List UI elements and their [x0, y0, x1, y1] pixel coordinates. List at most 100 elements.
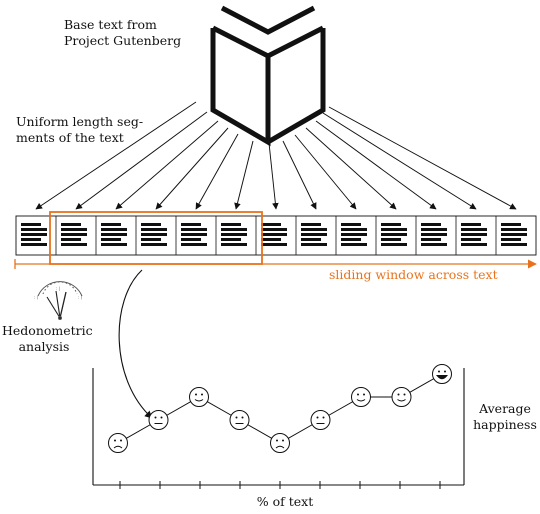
data-point-face	[108, 433, 128, 453]
text-segment	[181, 223, 207, 246]
face-eye	[316, 416, 319, 419]
sliding-window-label: sliding window across text	[329, 267, 498, 282]
segment-arrows	[35, 101, 517, 210]
hedonometric-line-2: analysis	[18, 339, 70, 354]
text-line-bar	[101, 228, 127, 231]
face-mouth	[113, 445, 123, 449]
text-line-bar	[461, 228, 487, 231]
base-text-label: Base text from Project Gutenberg	[64, 17, 181, 49]
text-line-bar	[301, 238, 321, 241]
face-mouth	[397, 399, 406, 402]
sliding-window-track	[14, 259, 537, 269]
segment-arrow	[282, 140, 317, 210]
text-line-bar	[381, 228, 407, 231]
text-line-bar	[21, 223, 41, 226]
text-segment	[141, 223, 167, 246]
text-line-bar	[421, 228, 447, 231]
base-text-line-1: Base text from	[64, 17, 157, 32]
x-axis-ticks	[119, 481, 441, 489]
text-line-bar	[501, 243, 527, 246]
segment-arrow	[322, 112, 477, 210]
text-line-bar	[101, 233, 127, 236]
text-line-bar	[381, 233, 407, 236]
text-line-bar	[381, 238, 401, 241]
face-eye	[438, 370, 440, 373]
text-line-bar	[181, 233, 207, 236]
text-line-bar	[421, 243, 447, 246]
text-line-bar	[381, 223, 401, 226]
segment-arrow	[195, 133, 239, 210]
text-line-bar	[461, 233, 487, 236]
text-line-bar	[421, 233, 447, 236]
text-line-bar	[261, 223, 281, 226]
text-line-bar	[461, 243, 487, 246]
text-line-bar	[21, 238, 41, 241]
data-point-face	[351, 387, 371, 407]
happiness-series-line	[117, 373, 443, 444]
face-eye	[282, 439, 284, 442]
segment-arrow	[315, 120, 437, 210]
face-outline	[391, 387, 412, 407]
face-mouth	[356, 399, 366, 402]
face-eye	[114, 439, 116, 442]
text-line-bar	[141, 243, 167, 246]
text-line-bar	[221, 233, 247, 236]
face-eye	[363, 393, 365, 396]
segment-arrow	[234, 140, 254, 210]
data-point-face	[391, 387, 412, 407]
text-line-bar	[221, 243, 247, 246]
face-eye	[276, 439, 278, 442]
segment-arrow	[305, 127, 397, 210]
window-to-chart-arrow	[118, 269, 153, 419]
text-line-bar	[261, 238, 281, 241]
text-line-bar	[501, 233, 527, 236]
text-segment	[221, 223, 247, 246]
text-line-bar	[301, 243, 327, 246]
chart-axes	[92, 368, 465, 486]
text-line-bar	[461, 223, 481, 226]
face-outline	[351, 387, 371, 407]
hedonometric-label: Hedonometric analysis	[2, 323, 93, 355]
text-line-bar	[101, 243, 127, 246]
text-line-bar	[141, 233, 167, 236]
hedonometric-line-1: Hedonometric	[2, 323, 93, 338]
y-axis-label: Average happiness	[470, 401, 540, 433]
text-line-bar	[301, 228, 327, 231]
text-segment	[381, 223, 407, 246]
text-line-bar	[61, 223, 81, 226]
base-text-line-2: Project Gutenberg	[64, 33, 182, 48]
text-line-bar	[61, 228, 87, 231]
y-axis-label-line-2: happiness	[473, 417, 537, 432]
data-point-face	[229, 410, 250, 430]
text-segment	[21, 223, 47, 246]
text-line-bar	[101, 238, 121, 241]
text-segment	[301, 223, 327, 246]
face-mouth	[275, 445, 285, 449]
text-line-bar	[221, 228, 247, 231]
text-line-bar	[341, 223, 361, 226]
text-line-bar	[301, 223, 321, 226]
text-line-bar	[141, 228, 167, 231]
svg-text:: (: : (	[34, 295, 39, 300]
svg-text:: |: : |	[56, 286, 60, 291]
text-line-bar	[261, 228, 287, 231]
text-segment	[501, 223, 527, 246]
text-line-bar	[21, 243, 47, 246]
face-eye	[120, 439, 122, 442]
text-line-bar	[221, 238, 241, 241]
face-eye	[403, 393, 406, 396]
text-segment	[341, 223, 367, 246]
text-line-bar	[21, 233, 47, 236]
segments-label: Uniform length seg- ments of the text	[16, 114, 143, 146]
text-line-bar	[421, 238, 441, 241]
text-line-bar	[181, 223, 201, 226]
face-eye	[444, 370, 446, 373]
text-line-bar	[341, 238, 361, 241]
y-axis-label-line-1: Average	[479, 401, 531, 416]
face-eye	[201, 393, 203, 396]
text-line-bar	[381, 243, 407, 246]
text-line-bar	[461, 238, 481, 241]
face-outline	[189, 387, 209, 407]
face-mouth	[194, 399, 204, 402]
